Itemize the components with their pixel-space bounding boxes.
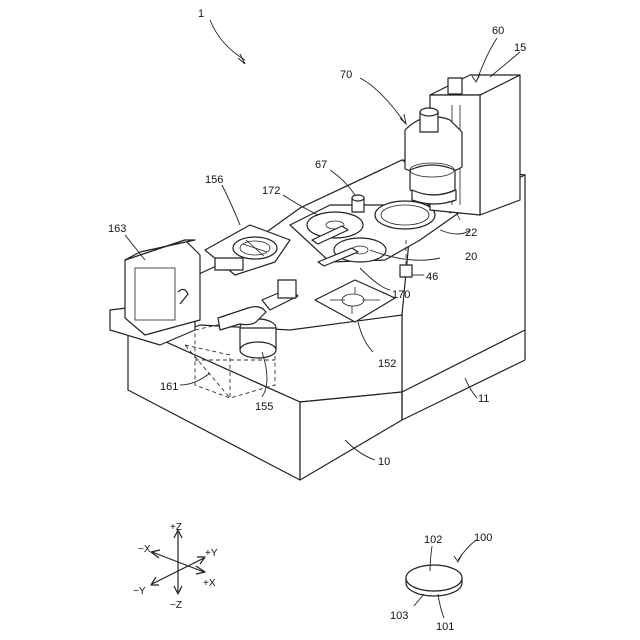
label-1: 1	[198, 8, 204, 20]
axis-plus-y: +Y	[205, 548, 218, 559]
label-103: 103	[390, 610, 408, 622]
label-170: 170	[392, 289, 410, 301]
label-15: 15	[514, 42, 526, 54]
label-70: 70	[340, 69, 352, 81]
axis-plus-x: +X	[203, 578, 216, 589]
label-152: 152	[378, 358, 396, 370]
axis-indicator: +Z −Z +Y −Y +X −X	[133, 522, 218, 611]
cassette-unit	[110, 240, 200, 345]
axis-minus-y: −Y	[133, 586, 146, 597]
label-100: 100	[474, 532, 492, 544]
label-22: 22	[465, 227, 477, 239]
label-101: 101	[436, 621, 454, 633]
label-163: 163	[108, 223, 126, 235]
label-156: 156	[205, 174, 223, 186]
label-161: 161	[160, 381, 178, 393]
axis-minus-z: −Z	[170, 600, 182, 611]
label-60: 60	[492, 25, 504, 37]
label-102: 102	[424, 534, 442, 546]
label-20: 20	[465, 251, 477, 263]
label-46: 46	[426, 271, 438, 283]
label-67: 67	[315, 159, 327, 171]
label-11: 11	[478, 393, 489, 405]
label-10: 10	[378, 456, 390, 468]
wafer: 102 100 103 101	[390, 532, 492, 633]
nozzle	[352, 195, 364, 212]
axis-minus-x: −X	[138, 544, 151, 555]
label-155: 155	[255, 401, 273, 413]
axis-plus-z: +Z	[170, 522, 182, 533]
label-172: 172	[262, 185, 280, 197]
